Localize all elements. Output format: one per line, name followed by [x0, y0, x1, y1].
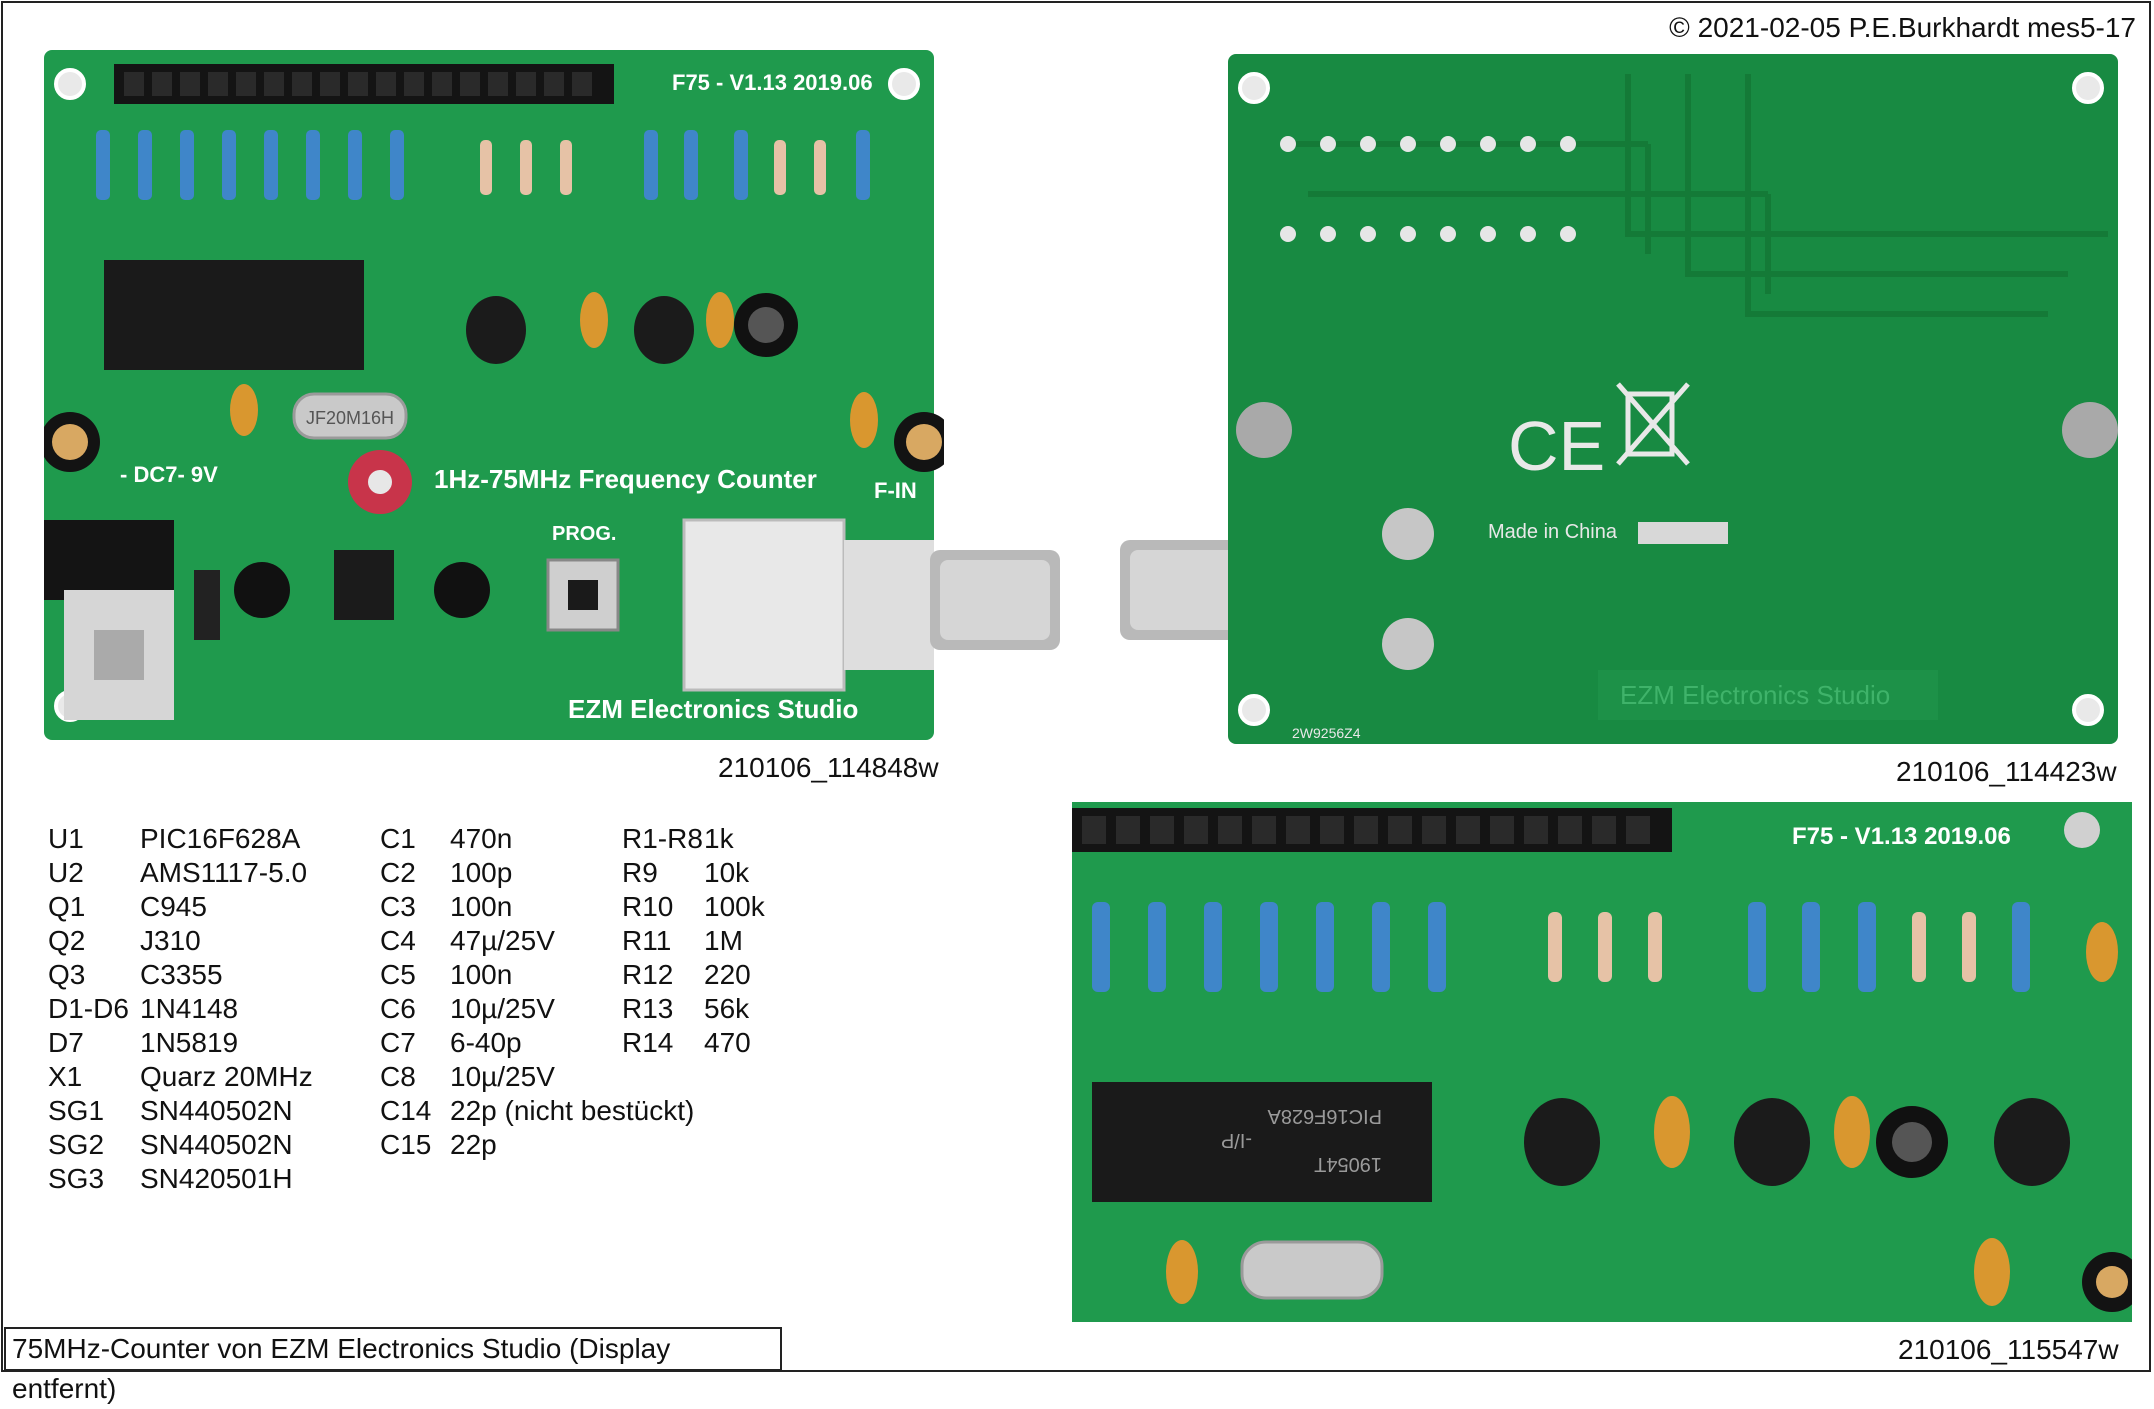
back-brand-silk: EZM Electronics Studio — [1620, 680, 1890, 710]
back-made-in-china: Made in China — [1488, 521, 1618, 543]
photo-front-pcb: F75 - V1.13 2019.06 JF20M16H 1Hz-75MHz F… — [44, 50, 944, 740]
caption-detail: 210106_115547w — [1898, 1334, 2119, 1365]
detail-chip-code: 19054T — [1314, 1153, 1382, 1175]
back-ce-mark: CE — [1508, 407, 1605, 485]
detail-chip-name: PIC16F628A — [1267, 1105, 1382, 1127]
caption-front: 210106_114848w — [718, 752, 939, 783]
front-crystal-marking: JF20M16H — [306, 408, 394, 428]
image-frame — [1, 1, 2151, 1372]
front-brand-silk: EZM Electronics Studio — [568, 694, 858, 724]
detail-version-silk: F75 - V1.13 2019.06 — [1792, 823, 2011, 850]
front-prog-silk: PROG. — [552, 523, 616, 545]
front-power-silk: - DC7- 9V — [120, 462, 218, 487]
copyright-text: © 2021-02-05 P.E.Burkhardt mes5-17 — [1669, 12, 2136, 43]
bnc-connector-back — [1120, 540, 1250, 640]
front-fin-silk: F-IN — [874, 478, 917, 503]
part-row: R1-R81k — [622, 823, 734, 854]
photo-detail-pcb: F75 - V1.13 2019.06 19054T -I/P PIC16F62… — [1072, 802, 2132, 1322]
detail-chip-suffix: -I/P — [1221, 1129, 1252, 1151]
caption-back: 210106_114423w — [1896, 756, 2117, 787]
front-title-silk: 1Hz-75MHz Frequency Counter — [434, 464, 817, 494]
bnc-connector-front — [930, 550, 1060, 650]
back-code-silk: 2W9256Z4 — [1292, 725, 1361, 741]
footer-caption: 75MHz-Counter von EZM Electronics Studio… — [4, 1327, 782, 1404]
front-version-silk: F75 - V1.13 2019.06 — [672, 70, 873, 95]
photo-back-pcb: CE Made in China EZM Electronics Studio … — [1228, 54, 2118, 744]
